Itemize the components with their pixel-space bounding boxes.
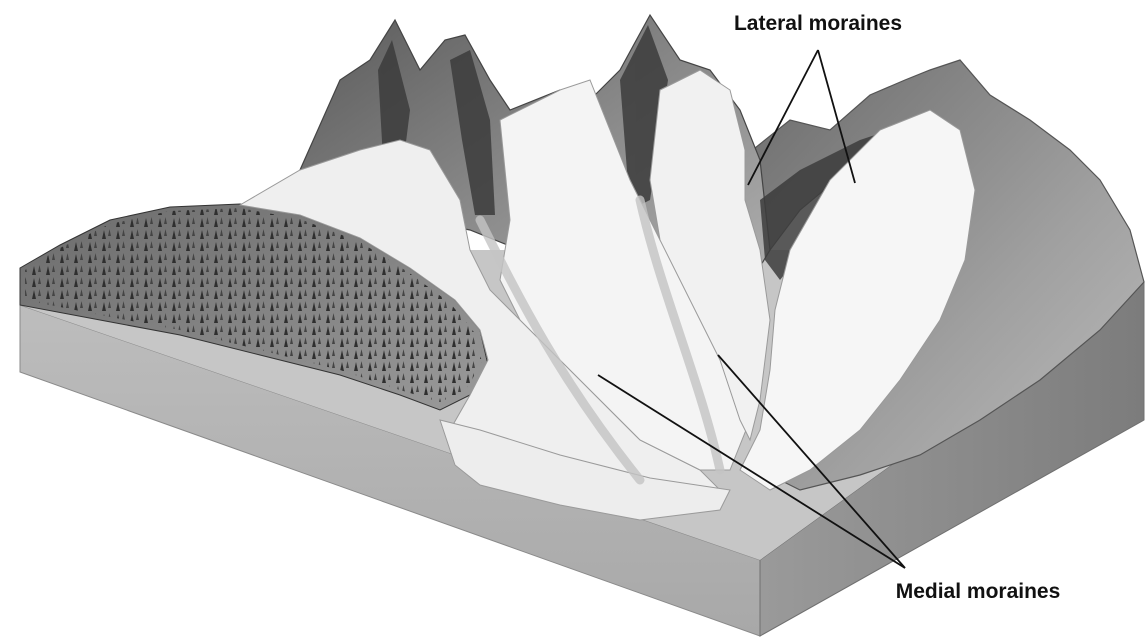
lateral-moraines-label: Lateral moraines bbox=[734, 12, 902, 35]
medial-moraines-label: Medial moraines bbox=[896, 580, 1061, 603]
